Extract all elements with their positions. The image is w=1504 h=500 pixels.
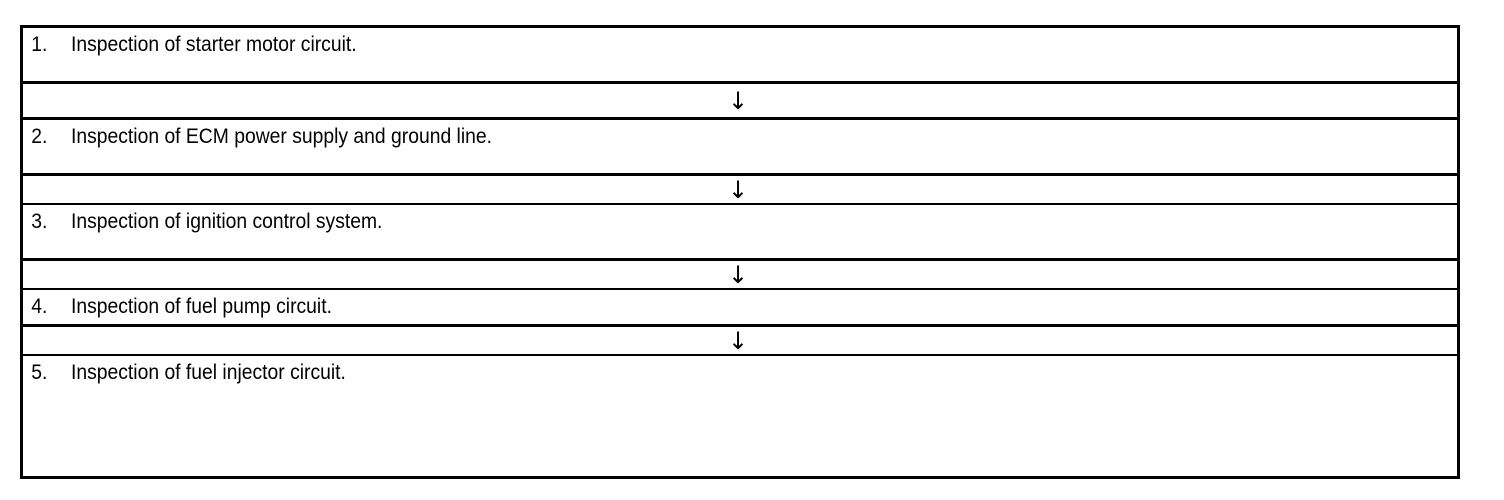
- flow-connector-2: ↓: [23, 175, 1457, 205]
- flow-step-5[interactable]: 5. Inspection of fuel injector circuit.: [23, 356, 1457, 418]
- down-arrow-icon: ↓: [727, 260, 749, 289]
- flow-step-2[interactable]: 2. Inspection of ECM power supply and gr…: [23, 120, 1457, 175]
- step-number-2: 2.: [31, 125, 48, 148]
- flow-step-1[interactable]: 1. Inspection of starter motor circuit.: [23, 28, 1457, 83]
- step-label-3: Inspection of ignition control system.: [71, 210, 383, 233]
- step-label-4: Inspection of fuel pump circuit.: [71, 295, 332, 318]
- flow-connector-4: ↓: [23, 326, 1457, 356]
- down-arrow-icon: ↓: [727, 175, 749, 204]
- down-arrow-icon: ↓: [727, 86, 749, 115]
- step-label-2: Inspection of ECM power supply and groun…: [71, 125, 493, 148]
- flow-connector-3: ↓: [23, 260, 1457, 290]
- inspection-flow-table: 1. Inspection of starter motor circuit. …: [20, 25, 1460, 479]
- flow-step-3[interactable]: 3. Inspection of ignition control system…: [23, 205, 1457, 260]
- step-number-4: 4.: [31, 295, 48, 318]
- flow-step-4[interactable]: 4. Inspection of fuel pump circuit.: [23, 290, 1457, 326]
- step-label-5: Inspection of fuel injector circuit.: [71, 361, 346, 384]
- step-label-1: Inspection of starter motor circuit.: [71, 33, 357, 56]
- down-arrow-icon: ↓: [727, 326, 749, 355]
- step-number-3: 3.: [31, 210, 48, 233]
- flow-connector-1: ↓: [23, 83, 1457, 120]
- step-number-1: 1.: [31, 33, 48, 56]
- step-number-5: 5.: [31, 361, 48, 384]
